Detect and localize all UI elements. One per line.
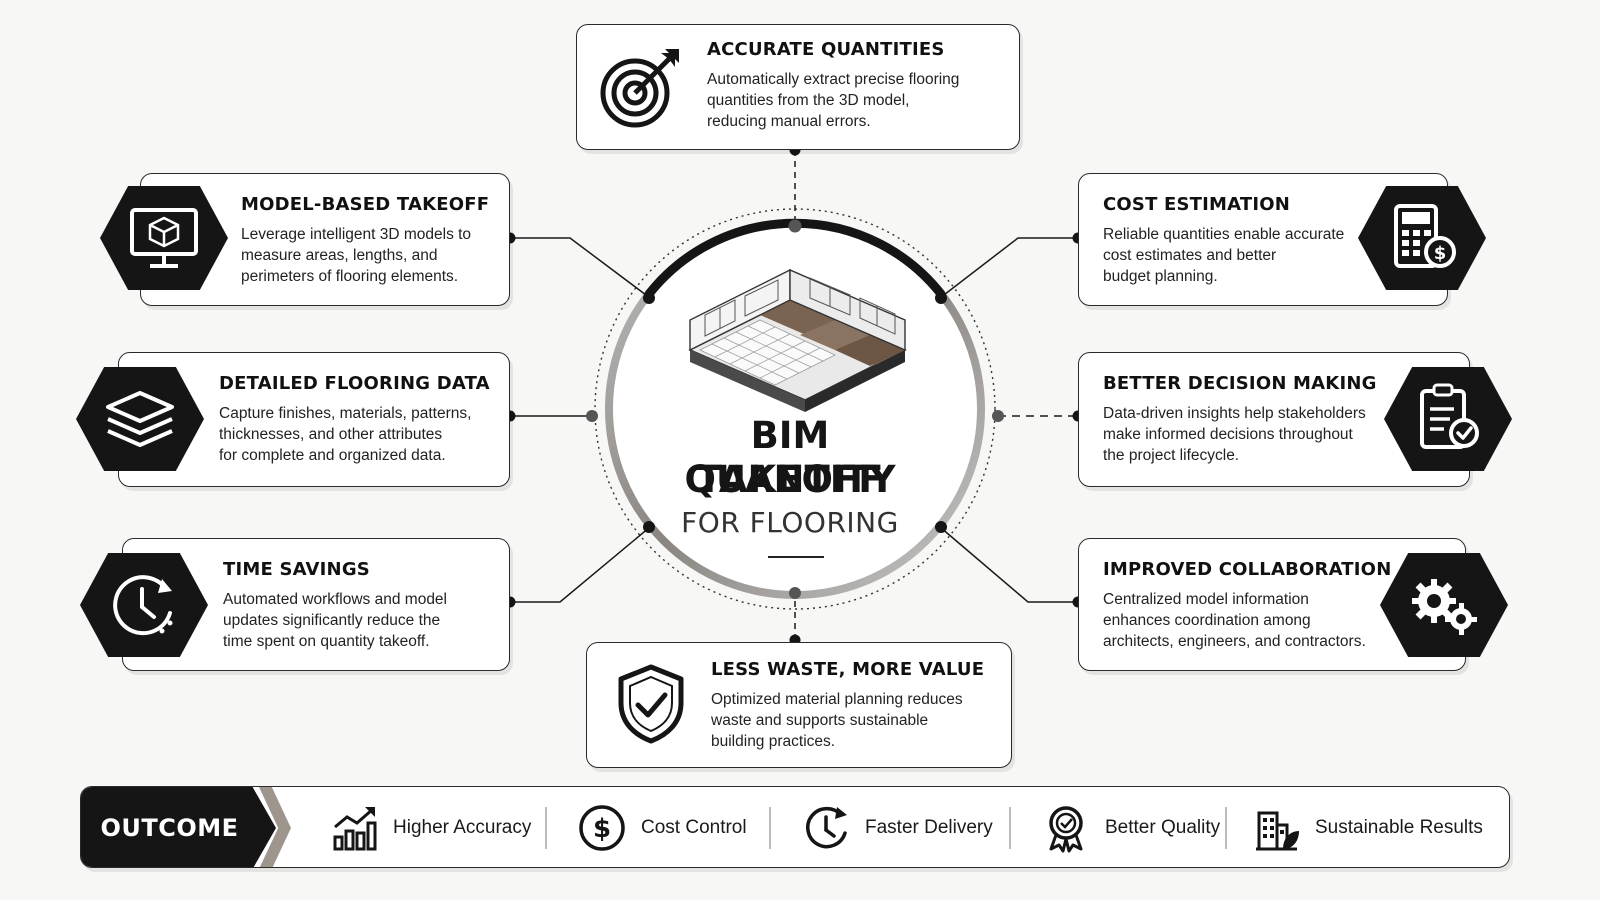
card-desc-line: Automated workflows and model [223, 591, 448, 608]
card-desc-line: budget planning. [1103, 268, 1218, 285]
outcome-divider [769, 807, 771, 849]
card-title: IMPROVED COLLABORATION [1103, 559, 1392, 580]
outcome-item-better-quality: Better Quality [1041, 787, 1221, 867]
dollar-circle-icon: $ [579, 805, 625, 851]
card-desc-line: make informed decisions throughout [1103, 426, 1353, 443]
calculator-icon: $ [1358, 186, 1486, 290]
card-title: TIME SAVINGS [223, 559, 370, 580]
card-desc-line: updates significantly reduce the [223, 612, 441, 629]
floor-plan-illustration [688, 268, 907, 412]
card-desc-line: architects, engineers, and contractors. [1103, 633, 1366, 650]
center-divider [768, 556, 824, 558]
svg-text:$: $ [1434, 243, 1447, 264]
card-desc-line: Data-driven insights help stakeholders [1103, 405, 1366, 422]
bar-chart-up-icon [333, 807, 377, 851]
outcome-divider [545, 807, 547, 849]
outcome-item-label: Better Quality [1105, 817, 1221, 838]
clock-icon [80, 553, 208, 657]
outcome-item-higher-accuracy: Higher Accuracy [329, 787, 532, 867]
outcome-divider [1009, 807, 1011, 849]
outcome-divider [1225, 807, 1227, 849]
center-title-line1: BIM QUANTITY [684, 414, 896, 501]
gears-icon [1380, 553, 1508, 657]
clipboard-check-icon [1384, 367, 1512, 471]
card-desc-line: Optimized material planning reduces [711, 691, 963, 708]
target-icon [597, 45, 683, 131]
card-desc-line: Leverage intelligent 3D models to [241, 226, 472, 243]
center-title-line2: TAKEOFF [696, 458, 884, 501]
outcome-item-sustainable-results: Sustainable Results [1251, 787, 1483, 867]
card-desc-line: enhances coordination among [1103, 612, 1311, 629]
card-desc-line: for complete and organized data. [219, 447, 446, 464]
card-less-waste: LESS WASTE, MORE VALUE Optimized materia… [586, 642, 1012, 768]
card-desc-line: waste and supports sustainable [711, 712, 929, 729]
outcome-label: OUTCOME [81, 787, 276, 867]
outcome-bar: OUTCOME Higher Accuracy $ Cost Control F… [80, 786, 1510, 868]
card-title: DETAILED FLOORING DATA [219, 373, 490, 394]
card-desc-line: Reliable quantities enable accurate [1103, 226, 1345, 243]
award-ribbon-icon [1049, 806, 1083, 853]
card-desc-line: perimeters of flooring elements. [241, 268, 459, 285]
shield-check-icon [611, 661, 691, 747]
monitor-3d-icon [100, 186, 228, 290]
layers-icon [76, 367, 204, 471]
card-title: LESS WASTE, MORE VALUE [711, 659, 985, 680]
card-title: MODEL-BASED TAKEOFF [241, 194, 490, 215]
building-leaf-icon [1256, 811, 1299, 851]
card-desc-line: measure areas, lengths, and [241, 247, 438, 264]
card-title: BETTER DECISION MAKING [1103, 373, 1377, 394]
center-subtitle: FOR FLOORING [681, 506, 899, 539]
card-desc-line: Automatically extract precise flooring [707, 71, 960, 88]
outcome-item-cost-control: $ Cost Control [577, 787, 747, 867]
card-desc-line: quantities from the 3D model, [707, 92, 910, 109]
outcome-item-label: Sustainable Results [1315, 817, 1483, 838]
card-title: ACCURATE QUANTITIES [707, 39, 945, 60]
card-desc-line: time spent on quantity takeoff. [223, 633, 430, 650]
svg-text:$: $ [593, 814, 611, 844]
outcome-item-faster-delivery: Faster Delivery [801, 787, 993, 867]
card-desc-line: Capture finishes, materials, patterns, [219, 405, 472, 422]
card-desc-line: cost estimates and better [1103, 247, 1277, 264]
outcome-item-label: Higher Accuracy [393, 817, 532, 838]
card-accurate-quantities: ACCURATE QUANTITIES Automatically extrac… [576, 24, 1020, 150]
card-desc-line: Centralized model information [1103, 591, 1309, 608]
clock-arrow-icon [806, 806, 847, 849]
outcome-item-label: Cost Control [641, 817, 747, 838]
card-title: COST ESTIMATION [1103, 194, 1291, 215]
card-desc-line: building practices. [711, 733, 836, 750]
card-desc-line: reducing manual errors. [707, 113, 871, 130]
card-desc-line: the project lifecycle. [1103, 447, 1240, 464]
card-desc-line: thicknesses, and other attributes [219, 426, 443, 443]
outcome-item-label: Faster Delivery [865, 817, 993, 838]
